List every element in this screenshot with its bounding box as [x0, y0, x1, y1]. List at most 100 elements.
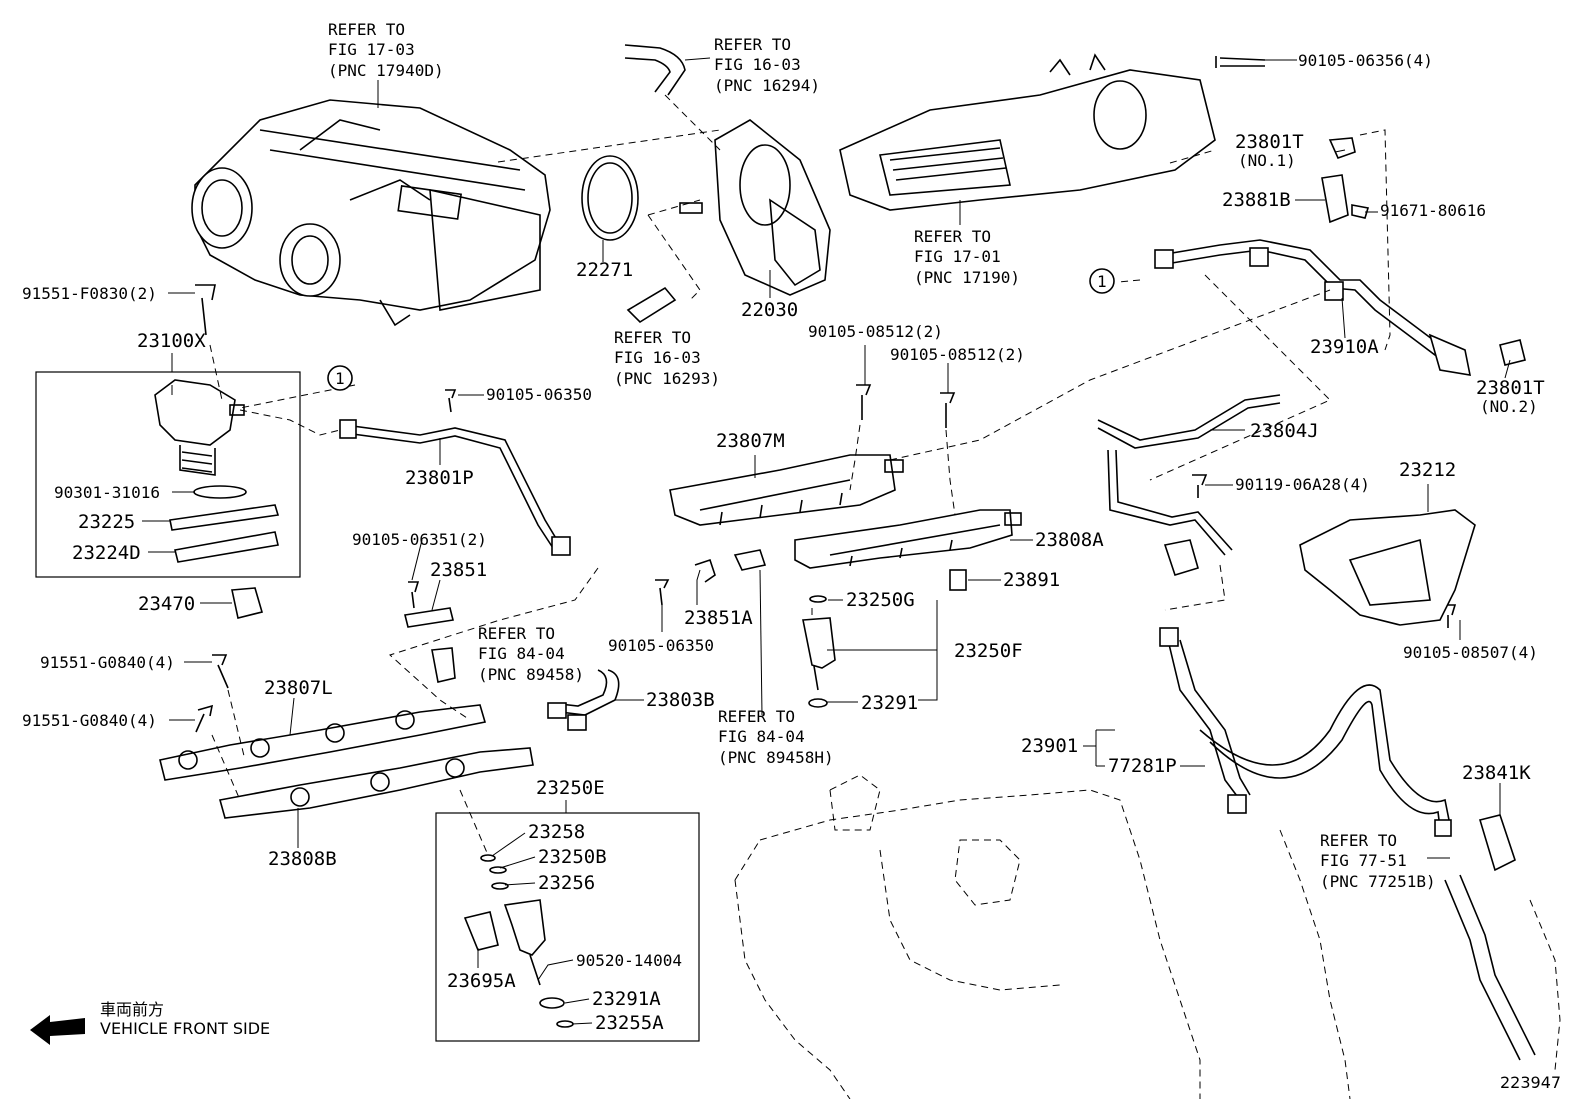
refer-block-16-03-b: REFER TO FIG 16-03 (PNC 16293) — [614, 328, 720, 388]
spacer-23224d — [174, 531, 279, 563]
label-22030: 22030 — [741, 299, 798, 321]
svg-text:FIG 84-04: FIG 84-04 — [478, 644, 565, 663]
clip-23801t-1 — [1328, 137, 1356, 160]
label-91551-f0830: 91551-F0830(2) — [22, 284, 157, 303]
label-23910a: 23910A — [1310, 336, 1379, 358]
label-23804j: 23804J — [1250, 420, 1319, 442]
label-90105-08507: 90105-08507(4) — [1403, 643, 1538, 662]
svg-text:FIG 77-51: FIG 77-51 — [1320, 851, 1407, 870]
svg-text:REFER TO: REFER TO — [718, 707, 795, 726]
hose-16293 — [626, 286, 677, 324]
label-23225: 23225 — [78, 511, 135, 533]
fuel-rail-23808a — [794, 509, 1022, 569]
bolt-90119-06a28 — [1192, 474, 1208, 498]
svg-text:(PNC 89458H): (PNC 89458H) — [718, 748, 834, 767]
bolt-91551-g0840-a — [212, 654, 229, 689]
refer-block-84-04-b: REFER TO FIG 84-04 (PNC 89458H) — [718, 707, 834, 767]
clamp-23841k — [1478, 814, 1516, 872]
label-22271: 22271 — [576, 259, 633, 281]
label-23801t-no1: 23801T — [1235, 131, 1304, 153]
label-23470: 23470 — [138, 593, 195, 615]
fuel-rail-23808b — [218, 747, 534, 819]
label-91551-g0840-a: 91551-G0840(4) — [40, 653, 175, 672]
label-91671-80616: 91671-80616 — [1380, 201, 1486, 220]
fuel-rail-23807m — [669, 454, 904, 526]
label-23250f: 23250F — [954, 640, 1023, 662]
label-23851: 23851 — [430, 559, 487, 581]
label-90105-08512-a: 90105-08512(2) — [808, 322, 943, 341]
label-90520-14004: 90520-14004 — [576, 951, 682, 970]
svg-text:REFER TO: REFER TO — [478, 624, 555, 643]
svg-text:REFER TO: REFER TO — [714, 35, 791, 54]
fuel-pipe-23804j — [1097, 394, 1281, 576]
o-ring-90301-31016 — [193, 485, 247, 499]
refer-block-17-03: REFER TO FIG 17-03 (PNC 17940D) — [328, 20, 444, 80]
circle-label-1a: 1 — [335, 369, 345, 388]
bolt-91671-80616 — [1351, 204, 1370, 219]
label-23100x: 23100X — [137, 330, 206, 352]
direction-arrow-icon — [30, 1015, 85, 1045]
svg-text:REFER TO: REFER TO — [328, 20, 405, 39]
label-23881b: 23881B — [1222, 189, 1291, 211]
group-box-23250e — [435, 812, 700, 1042]
svg-text:FIG 16-03: FIG 16-03 — [714, 55, 801, 74]
svg-text:(PNC 17940D): (PNC 17940D) — [328, 61, 444, 80]
label-77281p: 77281P — [1108, 755, 1177, 777]
label-23803b: 23803B — [646, 689, 715, 711]
label-23808a: 23808A — [1035, 529, 1104, 551]
heat-shield-23212 — [1299, 509, 1476, 626]
injector-23250f — [802, 595, 836, 708]
gasket-22271 — [581, 155, 639, 241]
label-23250e: 23250E — [536, 777, 605, 799]
label-23255a: 23255A — [595, 1012, 664, 1034]
intercooler-assembly — [191, 99, 551, 327]
svg-text:REFER TO: REFER TO — [614, 328, 691, 347]
label-90105-08512-b: 90105-08512(2) — [890, 345, 1025, 364]
svg-text:REFER TO: REFER TO — [1320, 831, 1397, 850]
label-91551-g0840-b: 91551-G0840(4) — [22, 711, 157, 730]
label-23291a: 23291A — [592, 988, 661, 1010]
svg-text:FIG 84-04: FIG 84-04 — [718, 727, 805, 746]
fuel-pump-23100x — [154, 379, 245, 476]
bolt-90105-08512-b — [940, 392, 956, 428]
circle-marker-1b — [1089, 268, 1115, 294]
label-90119-06a28: 90119-06A28(4) — [1235, 475, 1370, 494]
svg-text:REFER TO: REFER TO — [914, 227, 991, 246]
bolt-90105-06350-b — [655, 579, 670, 606]
label-no1: (NO.1) — [1238, 151, 1296, 170]
direction-label-jp: 車両前方 — [100, 1000, 164, 1019]
label-23291: 23291 — [861, 692, 918, 714]
circle-label-1b: 1 — [1097, 272, 1107, 291]
label-90105-06350-b: 90105-06350 — [608, 636, 714, 655]
label-23695a: 23695A — [447, 970, 516, 992]
throttle-body-22030 — [679, 119, 831, 296]
fuel-pipe-23801p — [344, 424, 561, 546]
label-no2: (NO.2) — [1480, 397, 1538, 416]
leader-lines — [142, 57, 1511, 1025]
svg-text:(PNC 77251B): (PNC 77251B) — [1320, 872, 1436, 891]
fuel-hose-23901 — [1159, 627, 1452, 837]
label-23841k: 23841K — [1462, 762, 1531, 784]
sensor-89458 — [431, 647, 456, 683]
svg-text:(PNC 89458): (PNC 89458) — [478, 665, 584, 684]
bracket-23881b — [1321, 174, 1349, 224]
refer-block-77-51: REFER TO FIG 77-51 (PNC 77251B) — [1320, 831, 1436, 891]
direction-label-en: VEHICLE FRONT SIDE — [100, 1019, 270, 1038]
label-23807m: 23807M — [716, 430, 785, 452]
bolt-91551-g0840-b — [195, 704, 214, 733]
svg-text:FIG 17-03: FIG 17-03 — [328, 40, 415, 59]
svg-text:(PNC 17190): (PNC 17190) — [914, 268, 1020, 287]
bolt-90105-06351 — [408, 581, 420, 609]
figure-id: 223947 — [1500, 1073, 1561, 1092]
label-23801p: 23801P — [405, 467, 474, 489]
label-23807l: 23807L — [264, 677, 333, 699]
svg-text:FIG 17-01: FIG 17-01 — [914, 247, 1001, 266]
bolt-90105-08512-a — [856, 384, 872, 420]
svg-text:FIG 16-03: FIG 16-03 — [614, 348, 701, 367]
refer-block-17-01: REFER TO FIG 17-01 (PNC 17190) — [914, 227, 1020, 287]
refer-block-16-03-a: REFER TO FIG 16-03 (PNC 16294) — [714, 35, 820, 95]
refer-block-84-04-a: REFER TO FIG 84-04 (PNC 89458) — [478, 624, 584, 684]
hose-16294 — [624, 44, 686, 96]
fuel-line-23910a — [1154, 239, 1472, 376]
